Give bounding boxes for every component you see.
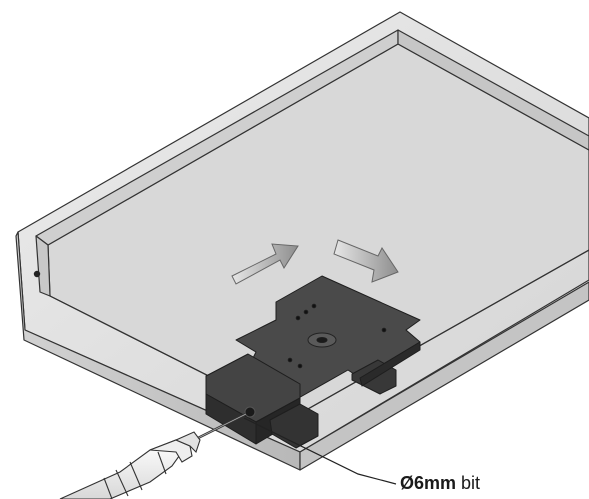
drawer-front-right [299,281,589,471]
drill-bit-size-label: Ø6mm [400,473,457,493]
direction-arrow-icon [231,243,299,285]
drawer-box [15,11,589,471]
direction-arrow-icon [333,239,399,283]
pilot-hole [33,270,41,278]
drilling-jig-icon [205,275,421,449]
callout-leader [243,417,397,485]
drill-bit-callout: Ø6mm bit [400,472,480,494]
drill-bit-suffix-label: bit [461,473,481,493]
drill-icon [59,431,201,499]
drawer-inner-right [397,29,589,151]
